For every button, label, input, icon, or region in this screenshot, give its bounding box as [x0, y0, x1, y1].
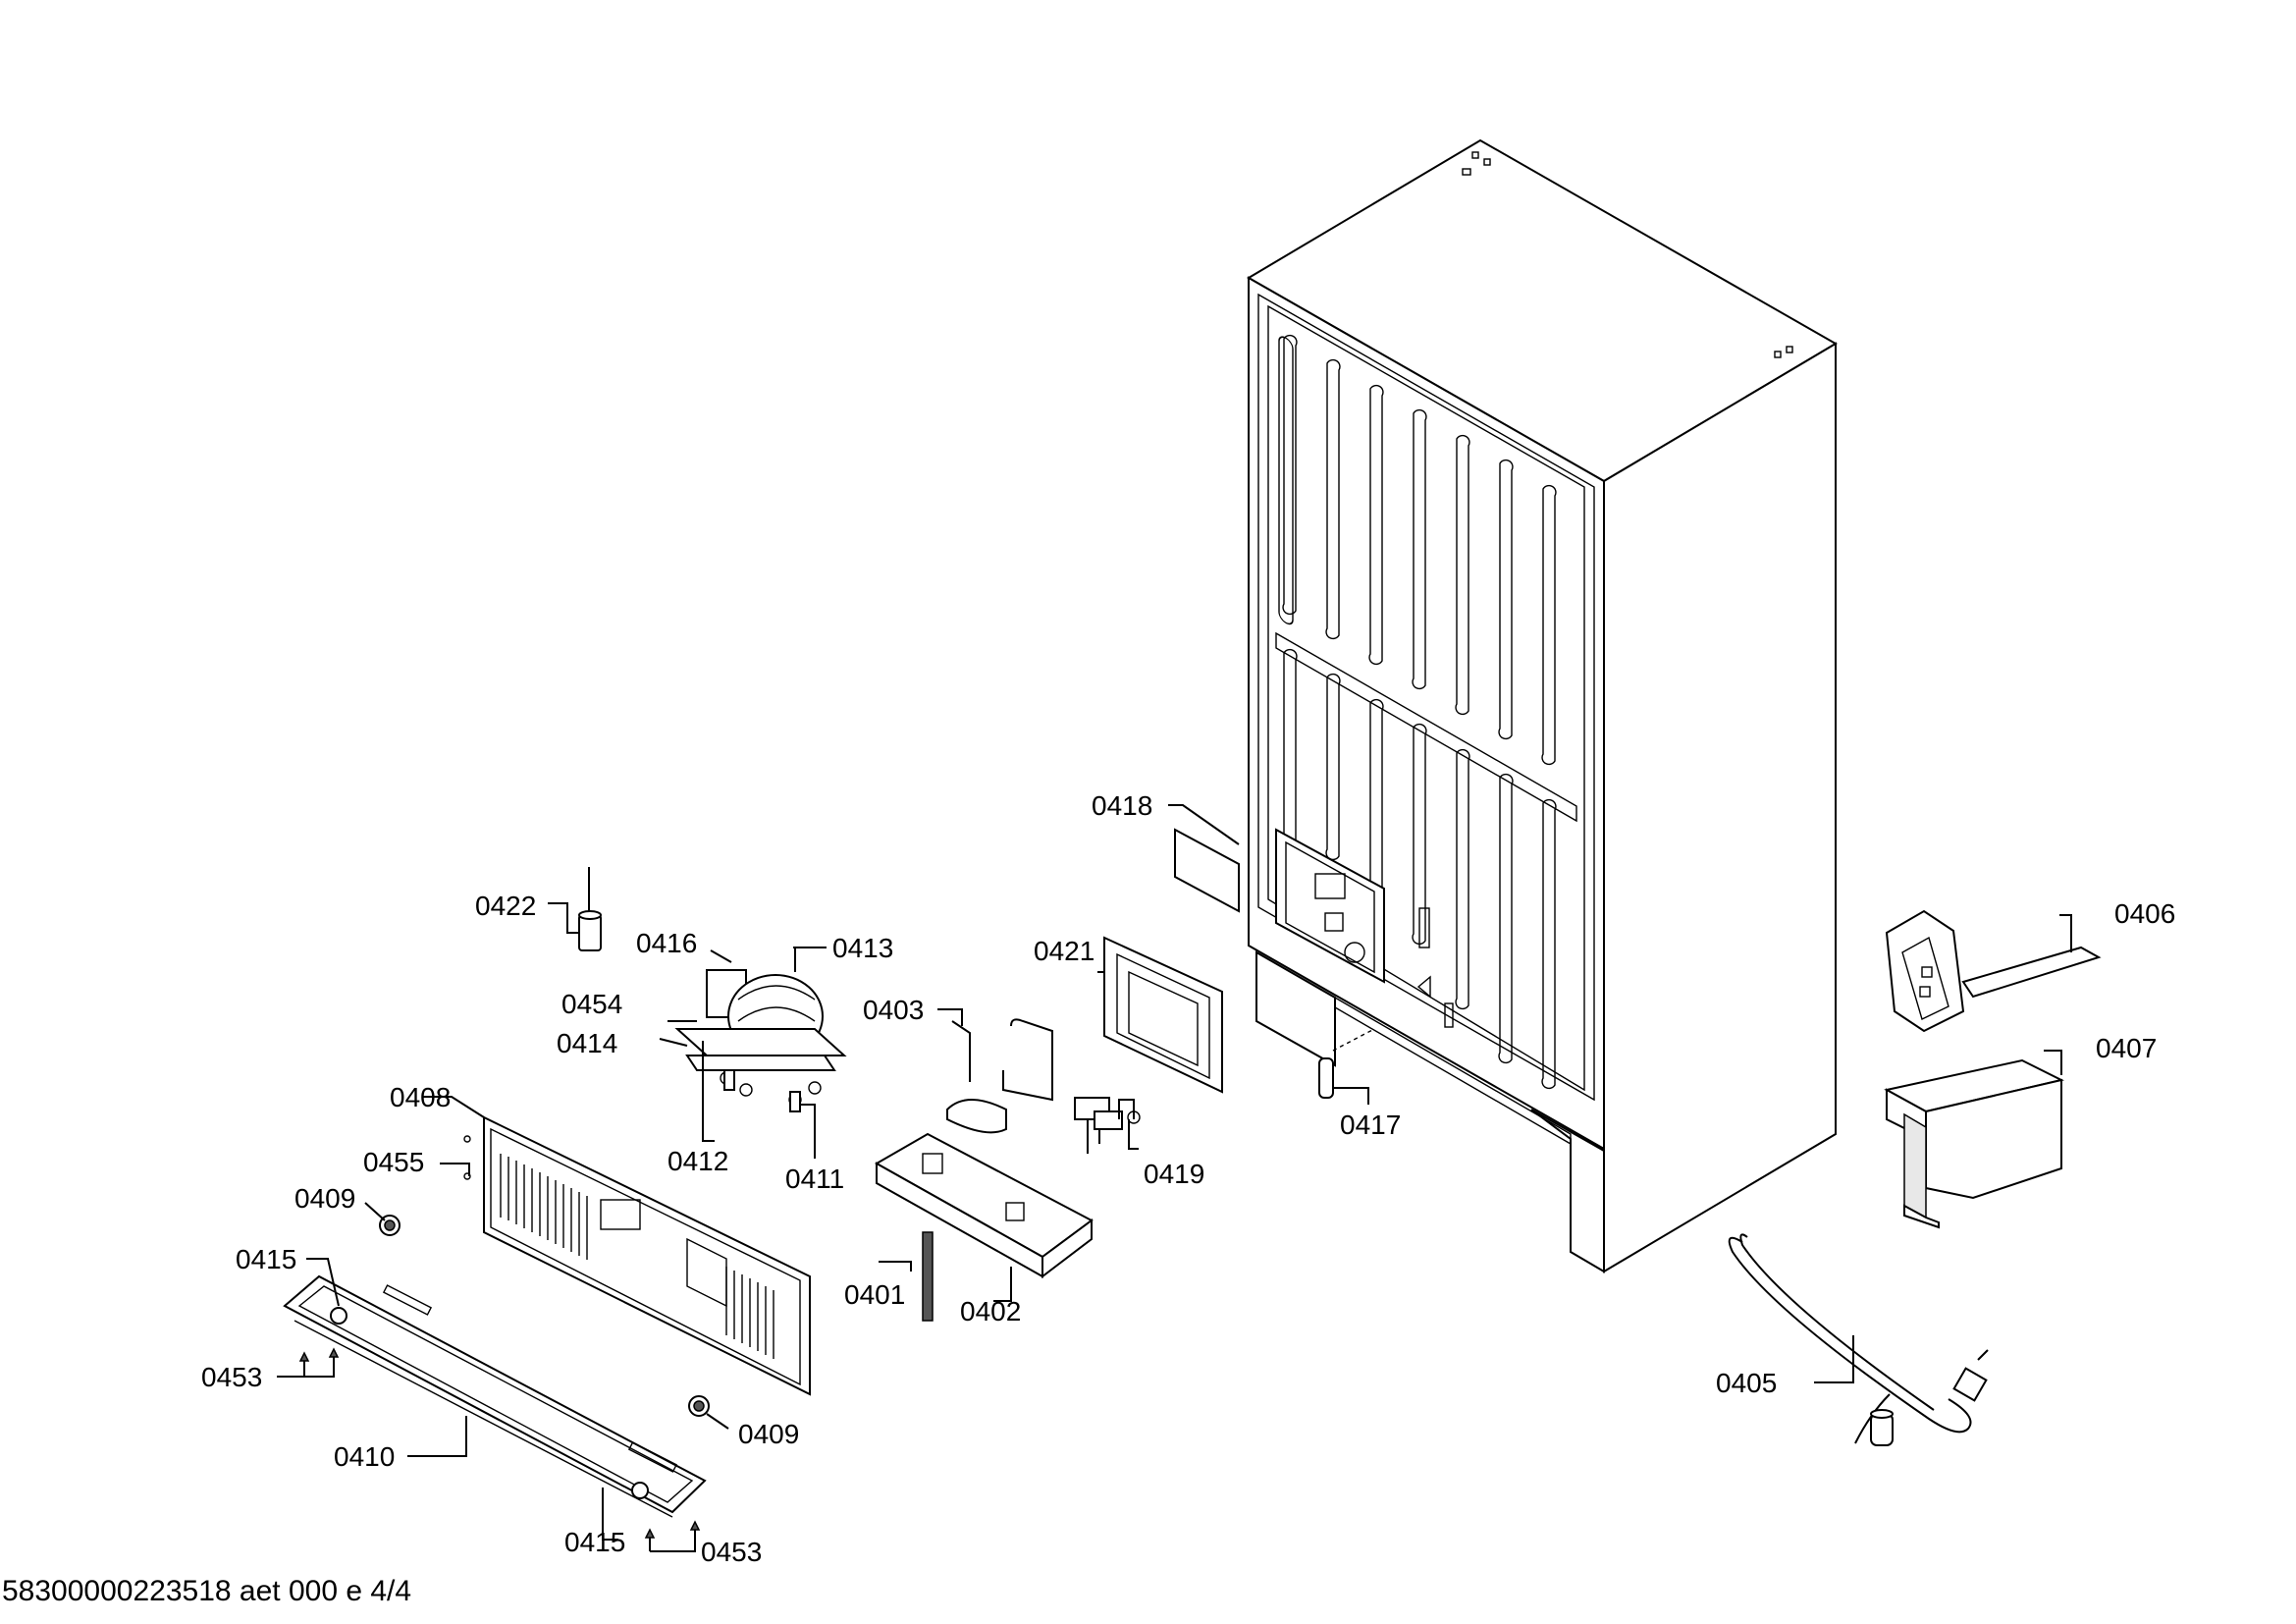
callout-0410: 0410: [334, 1441, 395, 1472]
document-id-footer: 58300000223518 aet 000 e 4/4: [2, 1575, 411, 1607]
part-0401-drain-tube: [879, 1231, 934, 1322]
part-0421-cover-frame: [1097, 936, 1223, 1094]
callout-0405: 0405: [1716, 1368, 1777, 1398]
part-0409-knob-upper: [364, 1202, 400, 1236]
callout-labels: 0422 0416 0413 0454 0414 0412 0411 0408 …: [201, 790, 2175, 1567]
callout-0422: 0422: [475, 891, 536, 921]
callout-0411: 0411: [785, 1164, 844, 1194]
callout-0415-lower: 0415: [564, 1527, 625, 1557]
callout-0403: 0403: [863, 995, 924, 1025]
part-0410-base-rail: [283, 1274, 707, 1518]
part-0453-screws-right: [644, 1520, 701, 1552]
part-0417-spacer: [1318, 1028, 1375, 1105]
callout-0453-left: 0453: [201, 1362, 262, 1392]
callout-0454: 0454: [561, 989, 622, 1019]
callout-0402: 0402: [960, 1296, 1021, 1326]
part-0413-compressor: [659, 947, 847, 1159]
callout-0408: 0408: [390, 1082, 451, 1112]
callout-0455: 0455: [363, 1147, 424, 1177]
callout-0412: 0412: [667, 1146, 728, 1176]
callout-0418: 0418: [1092, 790, 1152, 821]
callout-lines-0415: [306, 1258, 618, 1541]
rear-service-box: [1275, 828, 1454, 1028]
callout-0421: 0421: [1034, 936, 1095, 966]
refrigerator-cabinet: [1247, 138, 1838, 1273]
callout-0413: 0413: [832, 933, 893, 963]
callout-0409-upper: 0409: [294, 1183, 355, 1214]
part-0407-box: [1884, 1050, 2064, 1229]
callout-0453-right: 0453: [701, 1537, 762, 1567]
callout-0415-upper: 0415: [236, 1244, 296, 1274]
part-0405-power-cord: [1728, 1233, 1989, 1446]
callout-0419: 0419: [1144, 1159, 1204, 1189]
callout-0407: 0407: [2096, 1033, 2157, 1063]
part-0406-bracket: [1885, 909, 2102, 1033]
callout-0406: 0406: [2114, 898, 2175, 929]
top-holes: [1462, 151, 1793, 358]
part-0422-bottle: [548, 867, 602, 951]
part-0453-screws-left: [277, 1347, 340, 1378]
part-0403-pipe: [937, 1008, 1053, 1134]
part-0418-label: [1168, 804, 1240, 913]
part-0419-valve: [1074, 1097, 1141, 1154]
callout-0414: 0414: [557, 1028, 617, 1058]
part-0409-knob-lower: [688, 1395, 729, 1430]
part-0408-condenser-panel: [422, 1096, 811, 1396]
callout-0417: 0417: [1340, 1110, 1401, 1140]
callout-0409-lower: 0409: [738, 1419, 799, 1449]
callout-0401: 0401: [844, 1279, 905, 1310]
part-0402-drip-tray: [874, 1132, 1094, 1302]
callout-0416: 0416: [636, 928, 697, 958]
